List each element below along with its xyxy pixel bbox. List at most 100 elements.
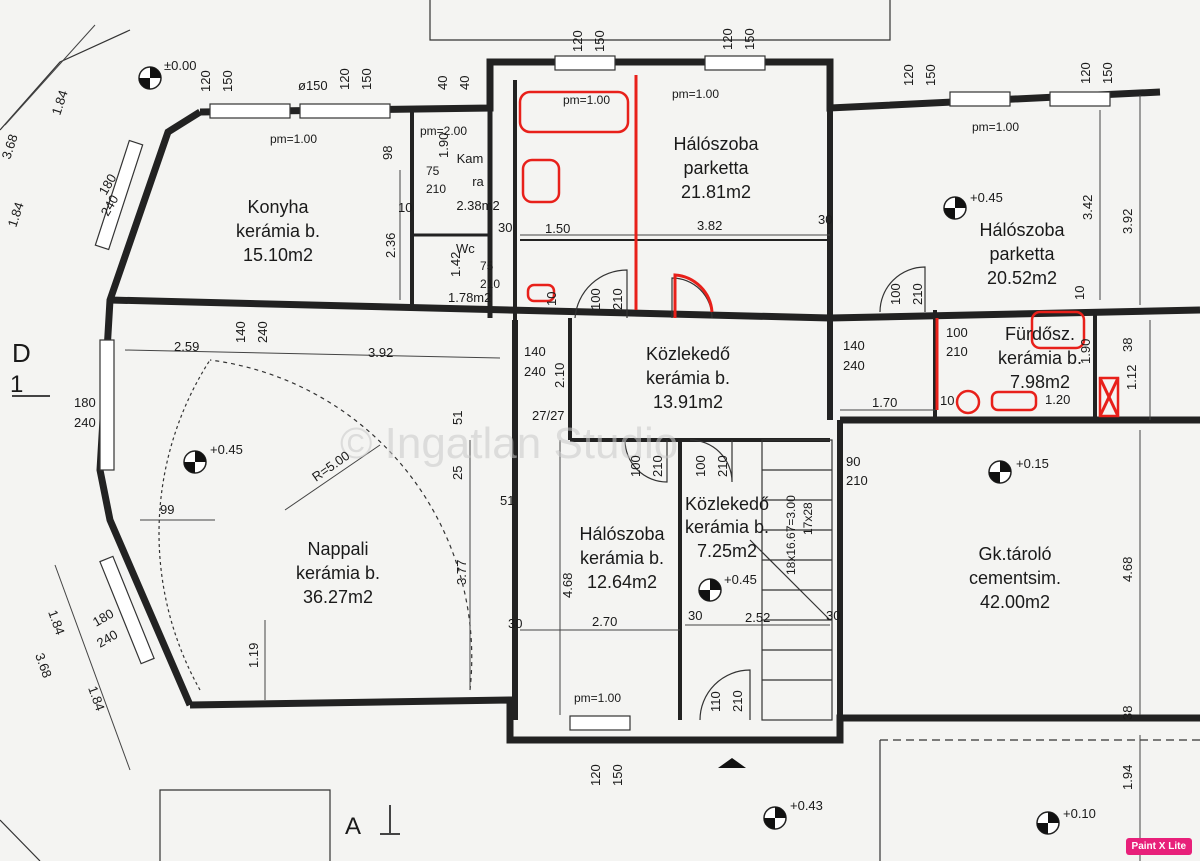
room-floor: kerámia b. — [998, 348, 1082, 368]
svg-text:pm=1.00: pm=1.00 — [563, 93, 610, 107]
svg-text:210: 210 — [610, 288, 625, 310]
svg-text:140: 140 — [524, 344, 546, 359]
svg-text:10: 10 — [544, 292, 559, 306]
svg-text:51: 51 — [500, 493, 514, 508]
svg-text:pm=1.00: pm=1.00 — [574, 691, 621, 705]
svg-text:240: 240 — [843, 358, 865, 373]
svg-text:ø150: ø150 — [298, 78, 328, 93]
room-area: 12.64m2 — [587, 572, 657, 592]
room-area: 42.00m2 — [980, 592, 1050, 612]
room-name: Közlekedő — [646, 344, 730, 364]
room-name: Konyha — [247, 197, 309, 217]
svg-text:150: 150 — [220, 70, 235, 92]
svg-text:38: 38 — [1120, 706, 1135, 720]
room-floor: kerámia b. — [296, 563, 380, 583]
svg-text:75: 75 — [426, 164, 440, 178]
svg-text:120: 120 — [588, 764, 603, 786]
room-floor: parketta — [683, 158, 749, 178]
svg-text:18x16.67=3.00: 18x16.67=3.00 — [784, 495, 798, 575]
level-marker — [183, 450, 207, 474]
svg-text:1.70: 1.70 — [872, 395, 897, 410]
room-name: Kam — [457, 151, 484, 166]
svg-text:120: 120 — [337, 68, 352, 90]
svg-text:240: 240 — [74, 415, 96, 430]
interior-walls — [410, 80, 1097, 720]
room-name: Közlekedő — [685, 494, 769, 514]
room-area: 2.38m2 — [456, 198, 499, 213]
section-number: 1 — [10, 371, 23, 398]
svg-text:3.82: 3.82 — [697, 218, 722, 233]
svg-text:30: 30 — [498, 220, 512, 235]
svg-text:120: 120 — [570, 30, 585, 52]
svg-text:pm=1.00: pm=1.00 — [972, 120, 1019, 134]
svg-text:3.77: 3.77 — [454, 560, 469, 585]
room-area: 13.91m2 — [653, 392, 723, 412]
level-marker — [1036, 811, 1060, 835]
watermark-text: © Ingatlan Studio — [340, 419, 678, 468]
door-labels: 100 210 100 210 100 210 100 210 100 210 … — [233, 164, 968, 712]
svg-text:1.20: 1.20 — [1045, 392, 1070, 407]
svg-text:+0.10: +0.10 — [1063, 806, 1096, 821]
svg-text:17x28: 17x28 — [801, 502, 815, 535]
room-floor: kerámia b. — [685, 517, 769, 537]
svg-text:140: 140 — [233, 321, 248, 343]
svg-text:27/27: 27/27 — [532, 408, 565, 423]
svg-text:110: 110 — [708, 691, 723, 712]
room-area: 36.27m2 — [303, 587, 373, 607]
room-name: Hálószoba — [673, 134, 759, 154]
svg-text:30: 30 — [508, 616, 522, 631]
room-name: Fürdősz. — [1005, 324, 1075, 344]
svg-text:25: 25 — [450, 466, 465, 480]
svg-text:±0.00: ±0.00 — [164, 58, 196, 73]
svg-text:2.36: 2.36 — [383, 233, 398, 258]
svg-text:1.19: 1.19 — [246, 643, 261, 668]
svg-text:180: 180 — [74, 395, 96, 410]
level-marker — [698, 578, 722, 602]
svg-text:1.12: 1.12 — [1124, 365, 1139, 390]
section-markers: D 1 A — [10, 338, 746, 840]
level-marker — [763, 806, 787, 830]
room-floor: cementsim. — [969, 568, 1061, 588]
svg-text:10: 10 — [940, 393, 954, 408]
svg-text:+0.45: +0.45 — [970, 190, 1003, 205]
svg-text:210: 210 — [846, 473, 868, 488]
level-marker — [988, 460, 1012, 484]
red-markup — [518, 75, 1120, 418]
room-area: 7.25m2 — [697, 541, 757, 561]
room-floor: kerámia b. — [580, 548, 664, 568]
svg-text:3.92: 3.92 — [1120, 209, 1135, 234]
svg-text:2.52: 2.52 — [745, 610, 770, 625]
svg-text:100: 100 — [588, 288, 603, 310]
room-floor: kerámia b. — [646, 368, 730, 388]
dimension-lines — [4, 24, 1151, 861]
svg-text:1.42: 1.42 — [448, 252, 463, 277]
svg-text:210: 210 — [426, 182, 446, 196]
svg-text:99: 99 — [160, 502, 174, 517]
svg-text:2.70: 2.70 — [592, 614, 617, 629]
svg-text:4.68: 4.68 — [560, 573, 575, 598]
svg-text:100: 100 — [946, 325, 968, 340]
svg-text:10: 10 — [1072, 286, 1087, 300]
svg-text:90: 90 — [846, 454, 860, 469]
svg-text:+0.45: +0.45 — [210, 442, 243, 457]
svg-text:30: 30 — [826, 608, 840, 623]
svg-text:210: 210 — [910, 283, 925, 305]
svg-text:4.68: 4.68 — [1120, 557, 1135, 582]
room-floor: parketta — [989, 244, 1055, 264]
svg-text:210: 210 — [650, 455, 665, 477]
svg-text:2.10: 2.10 — [552, 363, 567, 388]
svg-text:51: 51 — [450, 411, 465, 425]
svg-text:pm=1.00: pm=1.00 — [672, 87, 719, 101]
room-area: 7.98m2 — [1010, 372, 1070, 392]
room-name: Nappali — [307, 539, 368, 559]
staircase — [749, 439, 833, 721]
svg-text:120: 120 — [901, 64, 916, 86]
svg-text:120: 120 — [1078, 62, 1093, 84]
svg-text:3.42: 3.42 — [1080, 195, 1095, 220]
svg-text:1.90: 1.90 — [436, 133, 451, 158]
level-labels: ±0.00 +0.45 +0.45 +0.45 +0.15 +0.43 +0.1… — [164, 58, 1096, 821]
svg-text:30: 30 — [688, 608, 702, 623]
svg-text:120: 120 — [720, 28, 735, 50]
